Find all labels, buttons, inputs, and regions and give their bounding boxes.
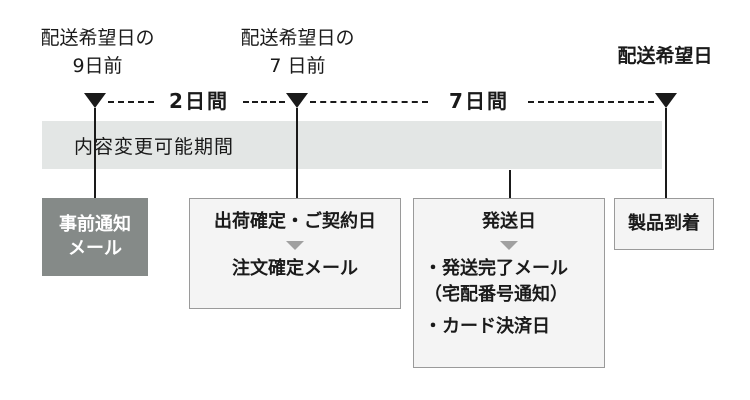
arrival-box: 製品到着 <box>614 198 714 250</box>
interval-two-days: 2日間 <box>169 89 229 113</box>
connector-line <box>665 121 667 169</box>
label-seven-days-before: 配送希望日の 7 日前 <box>220 24 375 80</box>
shipping-item-complete-mail: ・発送完了メール <box>424 258 568 279</box>
shipping-item-tracking-note: （宅配番号通知） <box>424 284 568 305</box>
shipping-title: 発送日 <box>482 211 536 232</box>
order-confirm-title: 出荷確定・ご契約日 <box>214 211 376 232</box>
connector-line <box>296 121 298 169</box>
order-confirm-box: 出荷確定・ご契約日 注文確定メール <box>189 198 401 309</box>
marker-nine-days-before <box>84 93 106 108</box>
label-nine-days-before-line2: 9日前 <box>72 55 123 77</box>
advance-notice-line1: 事前通知 <box>59 214 131 235</box>
change-period-label: 内容変更可能期間 <box>74 136 235 158</box>
timeline-dash <box>528 101 654 103</box>
change-period-band <box>42 121 662 169</box>
shipping-item-card-payment: ・カード決済日 <box>424 316 550 337</box>
timeline-dash <box>243 101 285 103</box>
advance-notice-box: 事前通知 メール <box>42 198 148 276</box>
label-seven-days-before-line1: 配送希望日の <box>240 27 355 49</box>
label-delivery-date: 配送希望日 <box>617 45 713 67</box>
advance-notice-line2: メール <box>68 238 122 259</box>
label-seven-days-before-line2: 7 日前 <box>269 55 326 77</box>
connector-line <box>509 170 511 198</box>
timeline-dash <box>310 101 428 103</box>
down-arrow-icon <box>286 241 304 250</box>
label-nine-days-before: 配送希望日の 9日前 <box>20 24 175 80</box>
connector-line <box>94 121 96 169</box>
marker-delivery-date <box>655 93 677 108</box>
arrival-label: 製品到着 <box>628 213 700 234</box>
timeline-dash <box>108 101 154 103</box>
interval-seven-days: 7日間 <box>449 89 509 113</box>
order-confirm-subtitle: 注文確定メール <box>232 258 358 279</box>
down-arrow-icon <box>500 241 518 250</box>
label-nine-days-before-line1: 配送希望日の <box>40 27 155 49</box>
marker-seven-days-before <box>286 93 308 108</box>
shipping-box: 発送日 ・発送完了メール （宅配番号通知） ・カード決済日 <box>413 198 605 368</box>
